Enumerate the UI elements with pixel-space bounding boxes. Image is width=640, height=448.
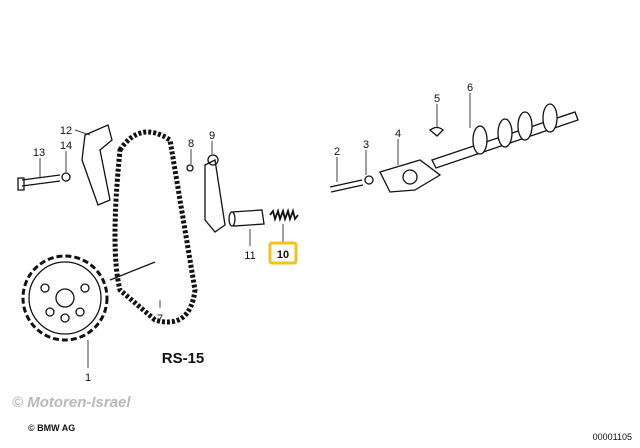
copyright: © BMW AG	[28, 423, 76, 433]
tensioner-rail[interactable]	[204, 159, 226, 233]
label-1[interactable]: 1	[85, 372, 91, 384]
bearing-flange[interactable]	[379, 159, 442, 193]
chain-guide-rail[interactable]	[81, 124, 113, 206]
label-9[interactable]: 9	[209, 130, 215, 142]
label-13[interactable]: 13	[33, 147, 45, 159]
watermark: © Motoren-Israel	[12, 394, 131, 411]
label-7[interactable]: 7	[157, 313, 163, 325]
label-11[interactable]: 11	[244, 250, 255, 262]
label-12[interactable]: 12	[60, 125, 72, 137]
label-8[interactable]: 8	[188, 138, 194, 150]
nut-8[interactable]	[186, 164, 194, 172]
washer-3[interactable]	[364, 175, 374, 185]
label-10[interactable]: 10	[277, 249, 289, 261]
bolt-2[interactable]	[329, 179, 364, 193]
chain-label: RS-15	[162, 350, 205, 367]
label-3[interactable]: 3	[363, 139, 369, 151]
woodruff-key[interactable]	[428, 126, 444, 137]
tensioner-piston[interactable]	[231, 209, 265, 227]
label-14[interactable]: 14	[60, 140, 72, 152]
bolt-13[interactable]	[17, 174, 61, 191]
sprocket[interactable]	[21, 254, 109, 342]
label-2[interactable]: 2	[334, 146, 340, 158]
label-4[interactable]: 4	[395, 128, 401, 140]
diagram-number: 00001105	[592, 432, 632, 442]
washer-14[interactable]	[61, 172, 71, 182]
tensioner-spring[interactable]	[269, 207, 299, 223]
highlighted-part-box[interactable]	[268, 241, 298, 265]
timing-chain[interactable]	[112, 129, 198, 325]
label-5[interactable]: 5	[434, 93, 440, 105]
label-6[interactable]: 6	[467, 82, 473, 94]
